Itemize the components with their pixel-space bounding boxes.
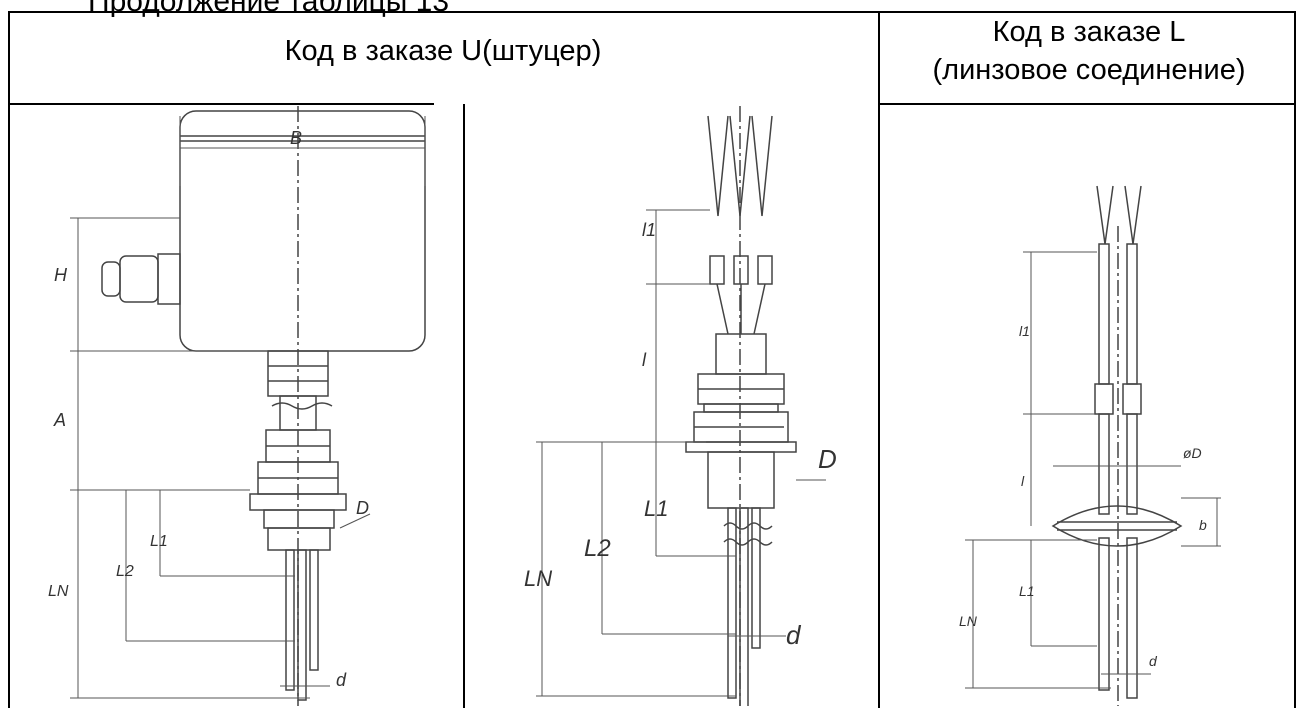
drawing-u-wires: l1 l D L1 L2 LN d bbox=[524, 106, 837, 706]
svg-text:LN: LN bbox=[959, 613, 978, 629]
svg-text:A: A bbox=[53, 410, 66, 430]
svg-text:l1: l1 bbox=[1019, 323, 1030, 339]
svg-text:L2: L2 bbox=[584, 535, 611, 562]
svg-text:d: d bbox=[1149, 653, 1158, 669]
svg-text:b: b bbox=[1199, 517, 1207, 533]
header-code-l-line1: Код в заказе L bbox=[992, 16, 1186, 48]
drawing-u-head: B H A D L1 L2 LN d bbox=[48, 106, 426, 706]
drawing-l-lens: l1 l øD b L1 LN d bbox=[959, 185, 1221, 706]
svg-text:LN: LN bbox=[48, 583, 69, 600]
header-code-u: Код в заказе U(штуцер) bbox=[284, 35, 602, 67]
svg-text:l: l bbox=[642, 350, 647, 370]
svg-text:D: D bbox=[356, 498, 369, 518]
svg-text:L1: L1 bbox=[644, 496, 668, 521]
svg-text:D: D bbox=[818, 444, 837, 474]
svg-text:L2: L2 bbox=[116, 563, 134, 580]
svg-text:H: H bbox=[54, 265, 68, 285]
svg-text:B: B bbox=[290, 128, 302, 148]
header-code-l-line2: (линзовое соединение) bbox=[932, 54, 1246, 86]
svg-text:d: d bbox=[336, 670, 347, 690]
header-code-l: Код в заказе L (линзовое соединение) bbox=[880, 13, 1298, 89]
table-caption: Продолжение таблицы 13 bbox=[88, 0, 450, 18]
svg-text:L1: L1 bbox=[150, 533, 168, 550]
svg-text:LN: LN bbox=[524, 566, 552, 591]
svg-text:L1: L1 bbox=[1019, 583, 1035, 599]
svg-text:øD: øD bbox=[1183, 445, 1202, 461]
svg-text:l: l bbox=[1021, 473, 1025, 489]
svg-text:l1: l1 bbox=[642, 220, 656, 240]
svg-text:d: d bbox=[786, 620, 802, 650]
